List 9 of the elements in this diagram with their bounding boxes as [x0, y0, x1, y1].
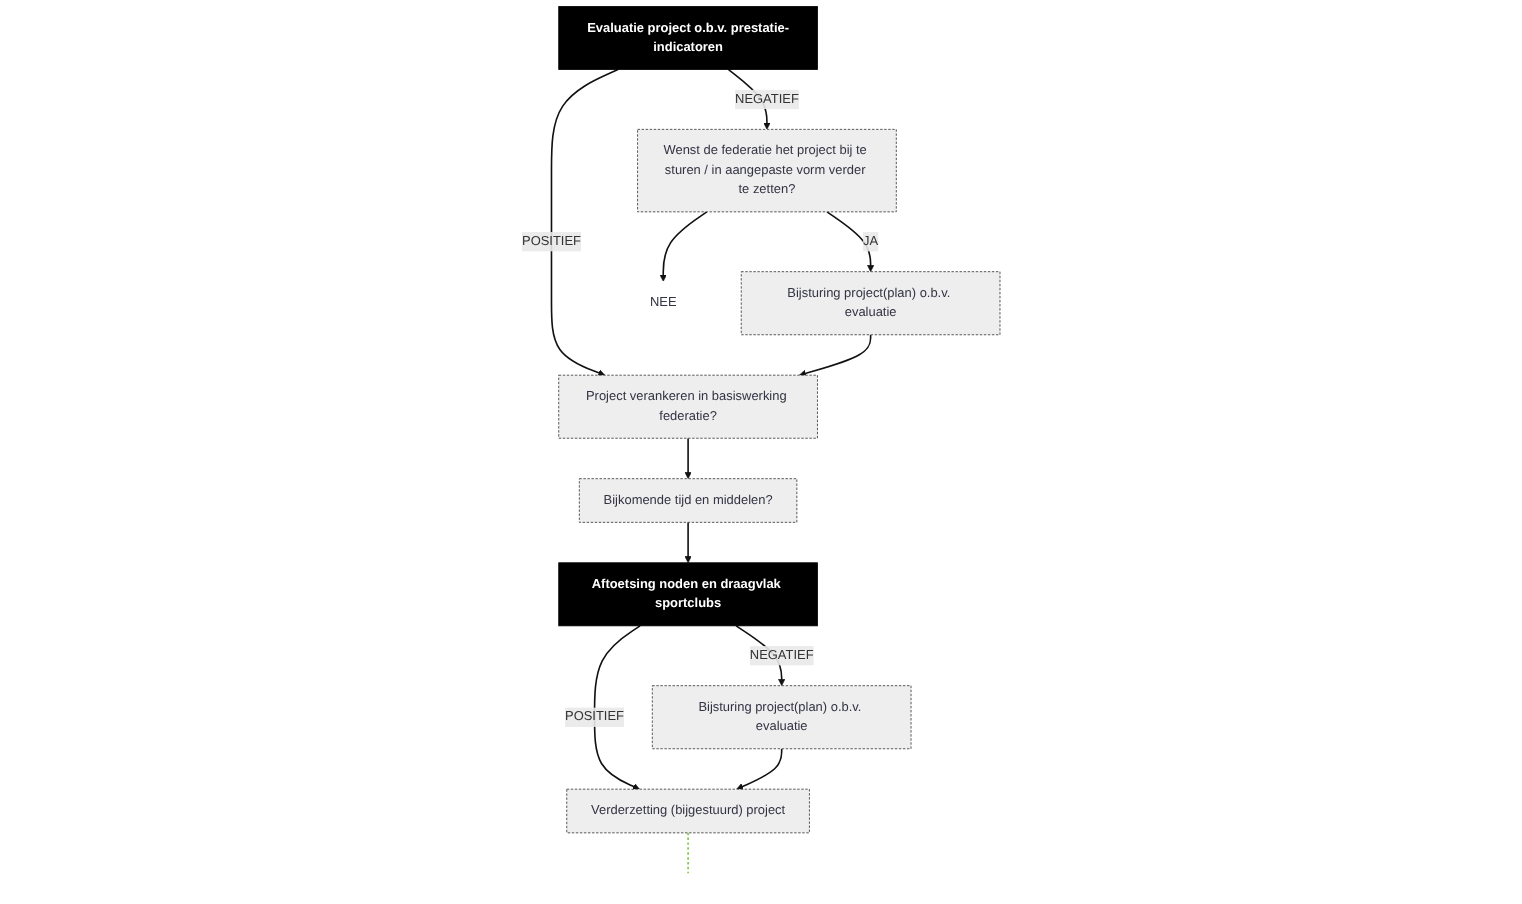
arrow	[799, 333, 872, 377]
connector	[687, 832, 689, 875]
arrow	[736, 747, 783, 790]
arrow	[659, 211, 708, 282]
arrow	[826, 211, 875, 272]
arrow	[684, 521, 692, 564]
arrow	[684, 437, 692, 479]
arrow	[593, 625, 641, 790]
arrow	[550, 68, 619, 377]
